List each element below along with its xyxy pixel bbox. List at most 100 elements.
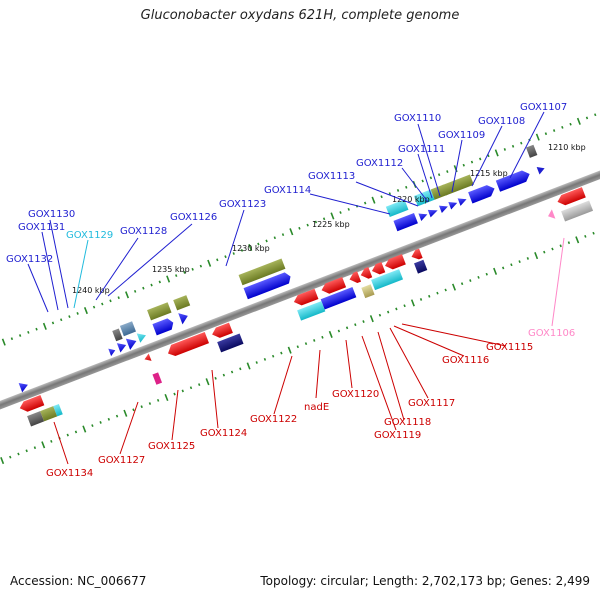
major-tick xyxy=(410,299,415,307)
feature-gox1127-arrow[interactable] xyxy=(143,353,152,363)
feature-gox1107-box[interactable] xyxy=(525,144,538,158)
feature-gox1128-arrow[interactable] xyxy=(152,317,175,336)
gene-label-gox1123[interactable]: GOX1123 xyxy=(219,199,266,210)
feature-box[interactable] xyxy=(40,406,58,422)
minor-tick xyxy=(436,291,439,295)
gene-label-nade[interactable]: nadE xyxy=(304,402,329,413)
gene-label-gox1130[interactable]: GOX1130 xyxy=(28,209,75,220)
feature-arrow[interactable] xyxy=(556,187,586,207)
minor-tick xyxy=(27,330,30,334)
feature-arrow[interactable] xyxy=(178,310,190,325)
feature-gox1106-arrow[interactable] xyxy=(546,209,556,220)
gene-label-gox1126[interactable]: GOX1126 xyxy=(170,212,217,223)
gene-label-gox1127[interactable]: GOX1127 xyxy=(98,455,145,466)
feature-arrow[interactable] xyxy=(457,196,468,206)
feature-gox1123-box[interactable] xyxy=(238,258,286,286)
gene-label-gox1132[interactable]: GOX1132 xyxy=(6,254,53,265)
feature-gox1128-box[interactable] xyxy=(173,295,191,311)
feature-box[interactable] xyxy=(27,411,45,427)
feature-gox1130-box[interactable] xyxy=(119,321,136,337)
feature-gox1124-arrow[interactable] xyxy=(210,322,233,340)
feature-arrow[interactable] xyxy=(438,203,449,214)
feature-box[interactable] xyxy=(561,200,594,222)
minor-tick xyxy=(347,207,350,211)
gene-label-gox1128[interactable]: GOX1128 xyxy=(120,226,167,237)
feature-arrow[interactable] xyxy=(18,380,30,393)
feature-gox1116-box[interactable] xyxy=(414,259,428,274)
feature-gox1129-arrow[interactable] xyxy=(136,331,148,343)
feature-box[interactable] xyxy=(53,403,63,417)
gene-label-gox1118[interactable]: GOX1118 xyxy=(384,417,431,428)
gene-label-gox1108[interactable]: GOX1108 xyxy=(478,116,525,127)
feature-gox1109-box[interactable] xyxy=(441,174,474,196)
minor-tick xyxy=(403,304,406,308)
feature-small-arrow[interactable] xyxy=(536,165,546,175)
feature-nade-box[interactable] xyxy=(320,287,357,310)
tick-rails xyxy=(0,113,597,465)
gene-label-gox1117[interactable]: GOX1117 xyxy=(408,398,455,409)
kbp-label: 1230 kbp xyxy=(232,244,270,253)
feature-gox1120-box[interactable] xyxy=(371,269,404,291)
major-tick xyxy=(1,338,6,346)
feature-gox1132-arrow[interactable] xyxy=(108,346,116,357)
gene-label-gox1109[interactable]: GOX1109 xyxy=(438,130,485,141)
feature-gox1113-arrow[interactable] xyxy=(468,183,497,204)
feature-gox1118-arrow[interactable] xyxy=(370,261,386,277)
feature-arrow[interactable] xyxy=(448,199,458,210)
minor-tick xyxy=(183,271,186,274)
feature-arrow[interactable] xyxy=(348,271,362,285)
feature-arrow[interactable] xyxy=(116,340,128,353)
gene-label-gox1113[interactable]: GOX1113 xyxy=(308,171,355,182)
gene-label-gox1111[interactable]: GOX1111 xyxy=(398,144,445,155)
feature-gox1123-arrow[interactable] xyxy=(243,271,293,300)
feature-gox1127-box[interactable] xyxy=(152,372,163,385)
feature-gox1126-box[interactable] xyxy=(147,302,172,321)
gene-label-gox1115[interactable]: GOX1115 xyxy=(486,342,533,353)
gene-label-gox1124[interactable]: GOX1124 xyxy=(200,428,247,439)
minor-tick xyxy=(444,288,447,292)
gene-label-gox1129[interactable]: GOX1129 xyxy=(66,230,113,241)
feature-gox1119-arrow[interactable] xyxy=(359,266,373,281)
feature-gox1108-arrow[interactable] xyxy=(495,168,532,192)
feature-gox1117-arrow[interactable] xyxy=(383,254,406,271)
minor-tick xyxy=(199,264,203,268)
feature-gox1125-arrow[interactable] xyxy=(165,331,209,358)
minor-tick xyxy=(428,294,431,298)
gene-label-gox1120[interactable]: GOX1120 xyxy=(332,389,379,400)
gene-label-gox1116[interactable]: GOX1116 xyxy=(442,355,489,366)
gene-label-gox1134[interactable]: GOX1134 xyxy=(46,468,93,479)
gene-label-gox1114[interactable]: GOX1114 xyxy=(264,185,311,196)
feature-nade-arrow[interactable] xyxy=(320,277,347,296)
feature-arrow[interactable] xyxy=(125,335,139,350)
gene-label-gox1119[interactable]: GOX1119 xyxy=(374,430,421,441)
feature-arrow[interactable] xyxy=(427,207,439,218)
feature-box[interactable] xyxy=(361,284,375,299)
gene-label-gox1107[interactable]: GOX1107 xyxy=(520,102,567,113)
kbp-label: 1240 kbp xyxy=(72,286,110,295)
gene-label-gox1110[interactable]: GOX1110 xyxy=(394,113,441,124)
minor-tick xyxy=(296,345,299,349)
gene-label-gox1131[interactable]: GOX1131 xyxy=(18,222,65,233)
feature-gox1112-box[interactable] xyxy=(385,199,409,217)
feature-arrow[interactable] xyxy=(418,211,428,221)
gene-label-gox1122[interactable]: GOX1122 xyxy=(250,414,297,425)
major-tick xyxy=(494,149,499,157)
gene-label-gox1112[interactable]: GOX1112 xyxy=(356,158,403,169)
feature-gox1124-box[interactable] xyxy=(217,333,244,353)
feature-gox1122-arrow[interactable] xyxy=(292,288,319,308)
gene-label-gox1106[interactable]: GOX1106 xyxy=(528,328,575,339)
feature-gox1131-box[interactable] xyxy=(112,328,123,342)
gene-label-gox1125[interactable]: GOX1125 xyxy=(148,441,195,452)
minor-tick xyxy=(337,329,341,333)
feature-gox1122-box[interactable] xyxy=(297,301,326,321)
feature-gox1114-box[interactable] xyxy=(393,213,418,232)
minor-tick xyxy=(378,313,382,317)
feature-gox1115-arrow[interactable] xyxy=(410,248,423,262)
minor-tick xyxy=(216,258,219,262)
minor-tick xyxy=(470,160,474,164)
minor-tick xyxy=(304,342,308,346)
major-tick xyxy=(125,291,130,299)
feature-gox1134-arrow[interactable] xyxy=(18,395,45,414)
minor-tick xyxy=(594,113,597,117)
